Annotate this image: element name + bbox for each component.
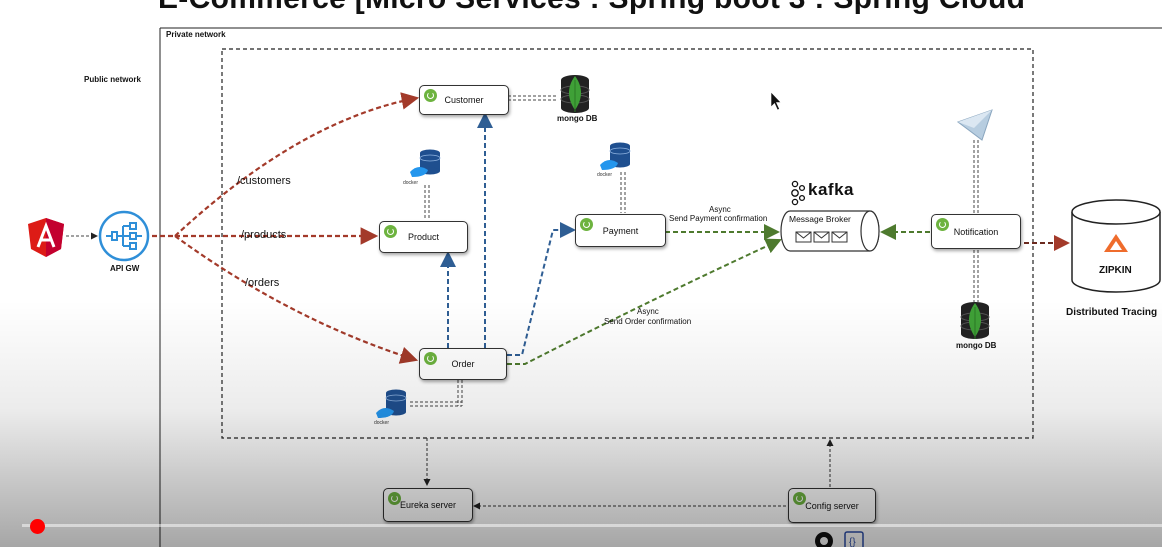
eureka-server-label: Eureka server [399, 500, 457, 510]
spring-icon [424, 89, 437, 102]
docker-order-label: docker [374, 420, 390, 426]
spring-icon [388, 492, 401, 505]
notification-service-box[interactable]: Notification [931, 214, 1021, 249]
service-cluster-border [221, 48, 1034, 439]
payment-async-title: Async [709, 205, 731, 214]
order-service-label: Order [451, 359, 475, 369]
email-icon [956, 109, 993, 141]
spring-icon [936, 218, 949, 231]
kafka-label: kafka [808, 180, 854, 199]
docker-product-label: docker [403, 180, 419, 186]
route-orders-arrow [174, 235, 419, 364]
message-broker-label: Message Broker [789, 214, 851, 224]
route-orders-label: /orders [245, 277, 280, 289]
mongodb-customer-label: mongo DB [557, 114, 598, 123]
product-service-box[interactable]: Product [379, 221, 468, 253]
route-customers-label: /customers [237, 175, 291, 187]
spring-icon [384, 225, 397, 238]
github-icon [815, 532, 833, 547]
spring-icon [424, 352, 437, 365]
page-title: E-Commerce [Micro Services : Spring boot… [158, 0, 1025, 16]
video-progress-handle[interactable] [30, 519, 45, 534]
api-gateway-label: API GW [110, 264, 140, 273]
order-async-arrow [507, 238, 782, 365]
zipkin-label: ZIPKIN [1099, 265, 1132, 276]
route-customers-arrow [174, 92, 420, 237]
config-server-box[interactable]: Config server [788, 488, 876, 523]
mouse-cursor-icon [770, 91, 782, 111]
video-progress-bar[interactable] [22, 524, 1162, 527]
docker-payment-label: docker [597, 172, 613, 178]
angular-icon [28, 218, 64, 257]
docker-db-product-icon [410, 149, 441, 177]
customer-service-label: Customer [444, 95, 484, 105]
config-server-label: Config server [805, 500, 859, 511]
order-service-box[interactable]: Order [419, 348, 507, 380]
public-network-label: Public network [84, 75, 141, 84]
private-network-label: Private network [166, 30, 226, 39]
mongodb-notification-label: mongo DB [956, 341, 997, 350]
order-to-payment-arrow [507, 222, 576, 356]
zipkin-icon [1104, 234, 1128, 252]
payment-service-box[interactable]: Payment [575, 214, 666, 247]
spring-icon [793, 492, 806, 505]
eureka-server-box[interactable]: Eureka server [383, 488, 473, 522]
order-async-desc: Send Order confirmation [604, 317, 692, 326]
docker-db-payment-icon [600, 142, 631, 170]
api-gateway-icon [98, 210, 150, 262]
route-products-label: /products [241, 229, 287, 241]
payment-async-desc: Send Payment confirmation [669, 214, 768, 223]
json-icon: {} [844, 531, 864, 547]
product-service-label: Product [407, 232, 440, 242]
spring-icon [580, 218, 593, 231]
notification-service-label: Notification [953, 226, 999, 237]
mongodb-customer-icon [560, 75, 590, 113]
queue-message-icons [795, 231, 848, 243]
payment-service-label: Payment [602, 225, 639, 236]
message-broker-queue [780, 210, 880, 252]
mongodb-notification-icon [960, 302, 990, 339]
distributed-tracing-label: Distributed Tracing [1066, 307, 1158, 318]
svg-text:{}: {} [849, 537, 856, 547]
customer-service-box[interactable]: Customer [419, 85, 509, 115]
docker-db-order-icon [376, 389, 407, 418]
kafka-icon [791, 180, 806, 206]
order-async-title: Async [637, 307, 659, 316]
